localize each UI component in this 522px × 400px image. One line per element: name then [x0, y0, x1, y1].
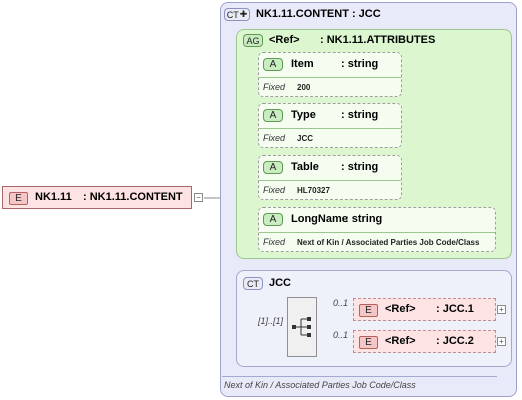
sequence-icon [292, 317, 311, 337]
attribute-group-ref: <Ref> [269, 34, 300, 46]
attribute-divider [259, 77, 401, 78]
attribute-badge: A [263, 213, 283, 226]
attribute-badge: A [263, 58, 283, 71]
attribute-name: LongName [291, 213, 348, 225]
attribute-name: Table [291, 161, 319, 173]
expand-toggle-jcc-2[interactable]: + [497, 337, 506, 346]
attribute-table[interactable]: A Table : string Fixed HL70327 [258, 155, 402, 200]
element-name: : JCC.2 [436, 335, 474, 347]
fixed-label: Fixed [263, 82, 286, 92]
attribute-group-name: : NK1.11.ATTRIBUTES [320, 34, 436, 46]
element-ref: <Ref> [385, 303, 416, 315]
fixed-value: Next of Kin / Associated Parties Job Cod… [297, 238, 480, 247]
base-type-badge: CT [243, 277, 263, 290]
attribute-item[interactable]: A Item : string Fixed 200 [258, 52, 402, 97]
attribute-badge: A [263, 161, 283, 174]
root-element-name: NK1.11 [35, 191, 72, 203]
attribute-type: : string [341, 58, 379, 70]
attribute-group-badge: AG [243, 34, 263, 47]
element-badge: E [359, 304, 378, 317]
fixed-label: Fixed [263, 133, 286, 143]
attribute-longname[interactable]: A LongName : string Fixed Next of Kin / … [258, 207, 496, 252]
sequence-compositor[interactable] [287, 297, 317, 357]
attribute-type-attr[interactable]: A Type : string Fixed JCC [258, 103, 402, 148]
fixed-value: JCC [297, 134, 314, 143]
attribute-name: Type [291, 109, 316, 121]
root-element-type: : NK1.11.CONTENT [83, 191, 183, 203]
complex-type-badge-text: CT [226, 9, 239, 20]
fixed-value: 200 [297, 83, 311, 92]
plus-icon: ✚ [239, 9, 248, 19]
documentation-text: Next of Kin / Associated Parties Job Cod… [224, 380, 416, 390]
base-type-name: JCC [269, 277, 292, 289]
complex-type-badge: CT✚ [224, 8, 250, 21]
attribute-name: Item [291, 58, 314, 70]
multiplicity-label: [1]..[1] [258, 316, 284, 326]
collapse-toggle-root[interactable]: − [194, 193, 203, 202]
attribute-divider [259, 232, 495, 233]
occurs-label: 0..1 [333, 330, 349, 340]
attribute-type: : string [341, 109, 379, 121]
attribute-divider [259, 180, 401, 181]
attribute-divider [259, 128, 401, 129]
element-badge: E [9, 192, 28, 205]
attribute-type: : string [345, 213, 383, 225]
fixed-label: Fixed [263, 185, 286, 195]
complex-type-title: NK1.11.CONTENT : JCC [256, 8, 381, 20]
element-jcc-1[interactable]: E <Ref> : JCC.1 [353, 298, 496, 321]
root-element-nk1-11[interactable]: E NK1.11 : NK1.11.CONTENT [2, 186, 192, 209]
element-name: : JCC.1 [436, 303, 474, 315]
attribute-type: : string [341, 161, 379, 173]
element-ref: <Ref> [385, 335, 416, 347]
documentation-divider [222, 376, 497, 377]
fixed-label: Fixed [263, 237, 286, 247]
element-jcc-2[interactable]: E <Ref> : JCC.2 [353, 330, 496, 353]
attribute-badge: A [263, 109, 283, 122]
occurs-label: 0..1 [333, 298, 349, 308]
fixed-value: HL70327 [297, 186, 330, 195]
expand-toggle-jcc-1[interactable]: + [497, 305, 506, 314]
element-badge: E [359, 336, 378, 349]
